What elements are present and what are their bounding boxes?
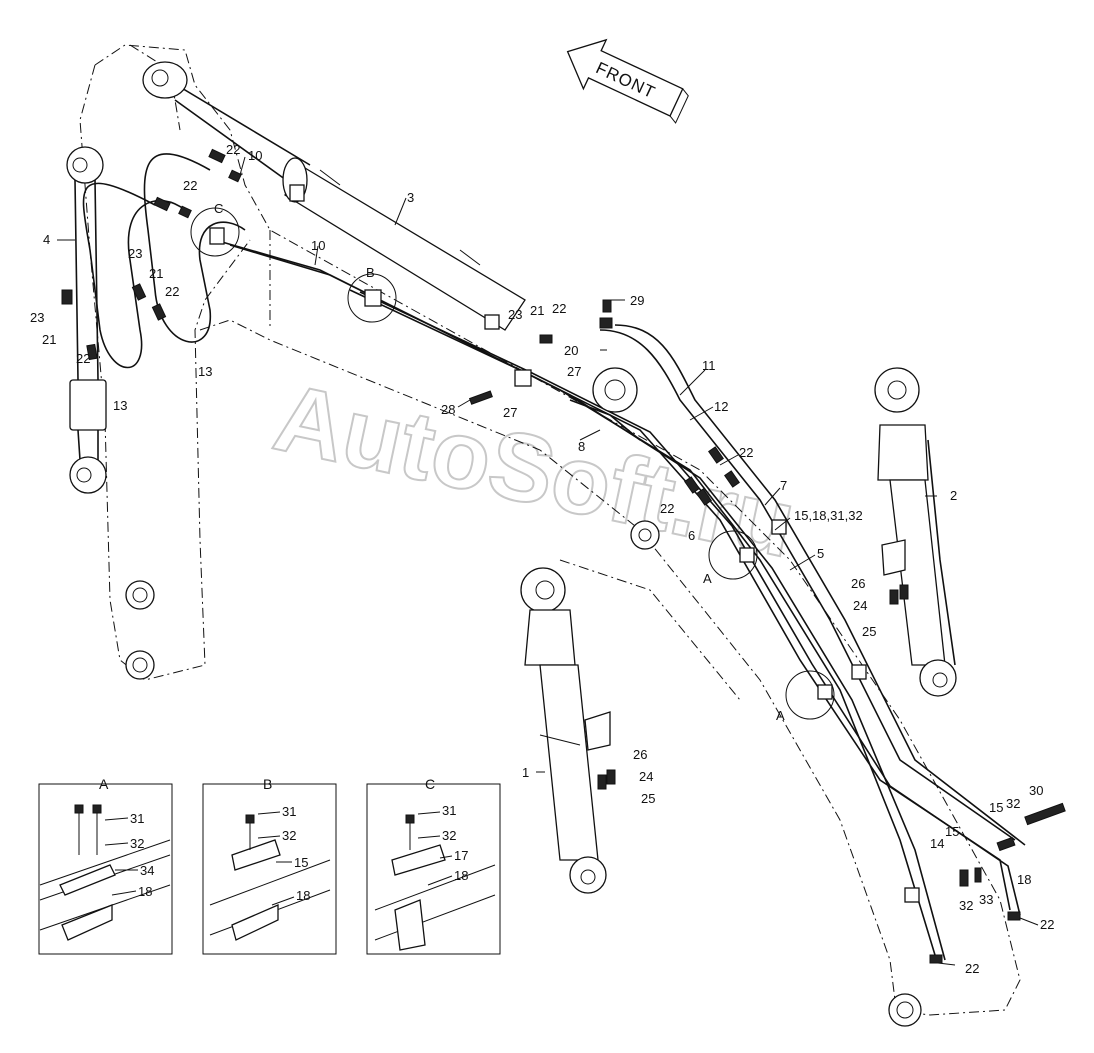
part-label: 21 (42, 332, 56, 347)
part-label: 22 (226, 142, 240, 157)
part-label: 30 (1029, 783, 1043, 798)
part-label: 15,18,31,32 (794, 508, 863, 523)
detail-a-part-2: 32 (130, 836, 144, 851)
part-label: 25 (862, 624, 876, 639)
part-label: 20 (564, 343, 578, 358)
view-marker-a: A (703, 571, 712, 586)
part-label: 33 (979, 892, 993, 907)
part-label: 23 (128, 246, 142, 261)
part-label: 10 (248, 148, 262, 163)
detail-c-part-1: 31 (442, 803, 456, 818)
part-label: 2 (950, 488, 957, 503)
part-label: 32 (1006, 796, 1020, 811)
cylinder-3 (142, 61, 526, 331)
detail-c-part-4: 18 (454, 868, 468, 883)
view-marker-a-2: A (776, 708, 785, 723)
detail-view-b: B 31 32 15 18 (202, 776, 337, 955)
watermark-text: AutoSoft.ru (266, 364, 805, 578)
part-labels: 1 2 3 4 5 6 7 8 10 10 11 12 13 13 14 15 … (30, 142, 1054, 976)
detail-c-part-3: 17 (454, 848, 468, 863)
detail-b-part-3: 15 (294, 855, 308, 870)
part-label: 24 (853, 598, 867, 613)
part-label: 24 (639, 769, 653, 784)
part-label: 23 (508, 307, 522, 322)
detail-c-part-2: 32 (442, 828, 456, 843)
part-label: 10 (311, 238, 325, 253)
hose-13-loops (82, 153, 246, 369)
part-label: 3 (407, 190, 414, 205)
part-label: 4 (43, 232, 50, 247)
detail-b-title: B (263, 776, 272, 792)
part-label: 27 (503, 405, 517, 420)
cylinder-2 (874, 367, 957, 697)
part-label: 23 (30, 310, 44, 325)
part-label: 26 (633, 747, 647, 762)
detail-a-part-4: 18 (138, 884, 152, 899)
view-markers: C B A A (190, 201, 835, 723)
part-label: 1 (522, 765, 529, 780)
pipe-bundle (214, 239, 1026, 961)
part-label: 18 (1017, 872, 1031, 887)
part-label: 25 (641, 791, 655, 806)
part-label: 21 (149, 266, 163, 281)
detail-a-part-1: 31 (130, 811, 144, 826)
part-label: 26 (851, 576, 865, 591)
cylinder-4 (61, 146, 107, 494)
part-label: 11 (702, 358, 716, 373)
part-label: 13 (198, 364, 212, 379)
part-label: 15 (945, 824, 959, 839)
detail-view-c: C 31 32 17 18 (366, 776, 501, 955)
fittings (86, 148, 1066, 964)
part-label: 27 (567, 364, 581, 379)
part-label: 22 (165, 284, 179, 299)
part-label: 28 (441, 402, 455, 417)
pipe-clamps (209, 184, 920, 903)
part-label: 22 (183, 178, 197, 193)
front-arrow: FRONT (566, 38, 689, 124)
part-label: 7 (780, 478, 787, 493)
part-label: 14 (930, 836, 944, 851)
part-label: 15 (989, 800, 1003, 815)
view-marker-c: C (214, 201, 223, 216)
part-label: 21 (530, 303, 544, 318)
part-label: 22 (739, 445, 753, 460)
detail-c-title: C (425, 776, 435, 792)
part-label: 22 (660, 501, 674, 516)
part-label: 29 (630, 293, 644, 308)
leader-lines (57, 156, 1039, 966)
detail-b-part-4: 18 (296, 888, 310, 903)
part-label: 6 (688, 528, 695, 543)
part-label: 13 (113, 398, 127, 413)
detail-b-part-1: 31 (282, 804, 296, 819)
part-label: 8 (578, 439, 585, 454)
part-label: 5 (817, 546, 824, 561)
detail-a-part-3: 34 (140, 863, 154, 878)
boom-pins (125, 520, 922, 1027)
part-label: 12 (714, 399, 728, 414)
cylinder-1 (520, 567, 611, 894)
detail-a-title: A (99, 776, 109, 792)
part-label: 22 (1040, 917, 1054, 932)
view-marker-b: B (366, 265, 375, 280)
detail-view-a: A 31 32 34 18 (38, 776, 173, 955)
detail-b-part-2: 32 (282, 828, 296, 843)
part-label: 22 (552, 301, 566, 316)
part-label: 22 (965, 961, 979, 976)
part-label: 32 (959, 898, 973, 913)
part-label: 22 (76, 351, 90, 366)
boom-outline (79, 44, 1021, 1016)
